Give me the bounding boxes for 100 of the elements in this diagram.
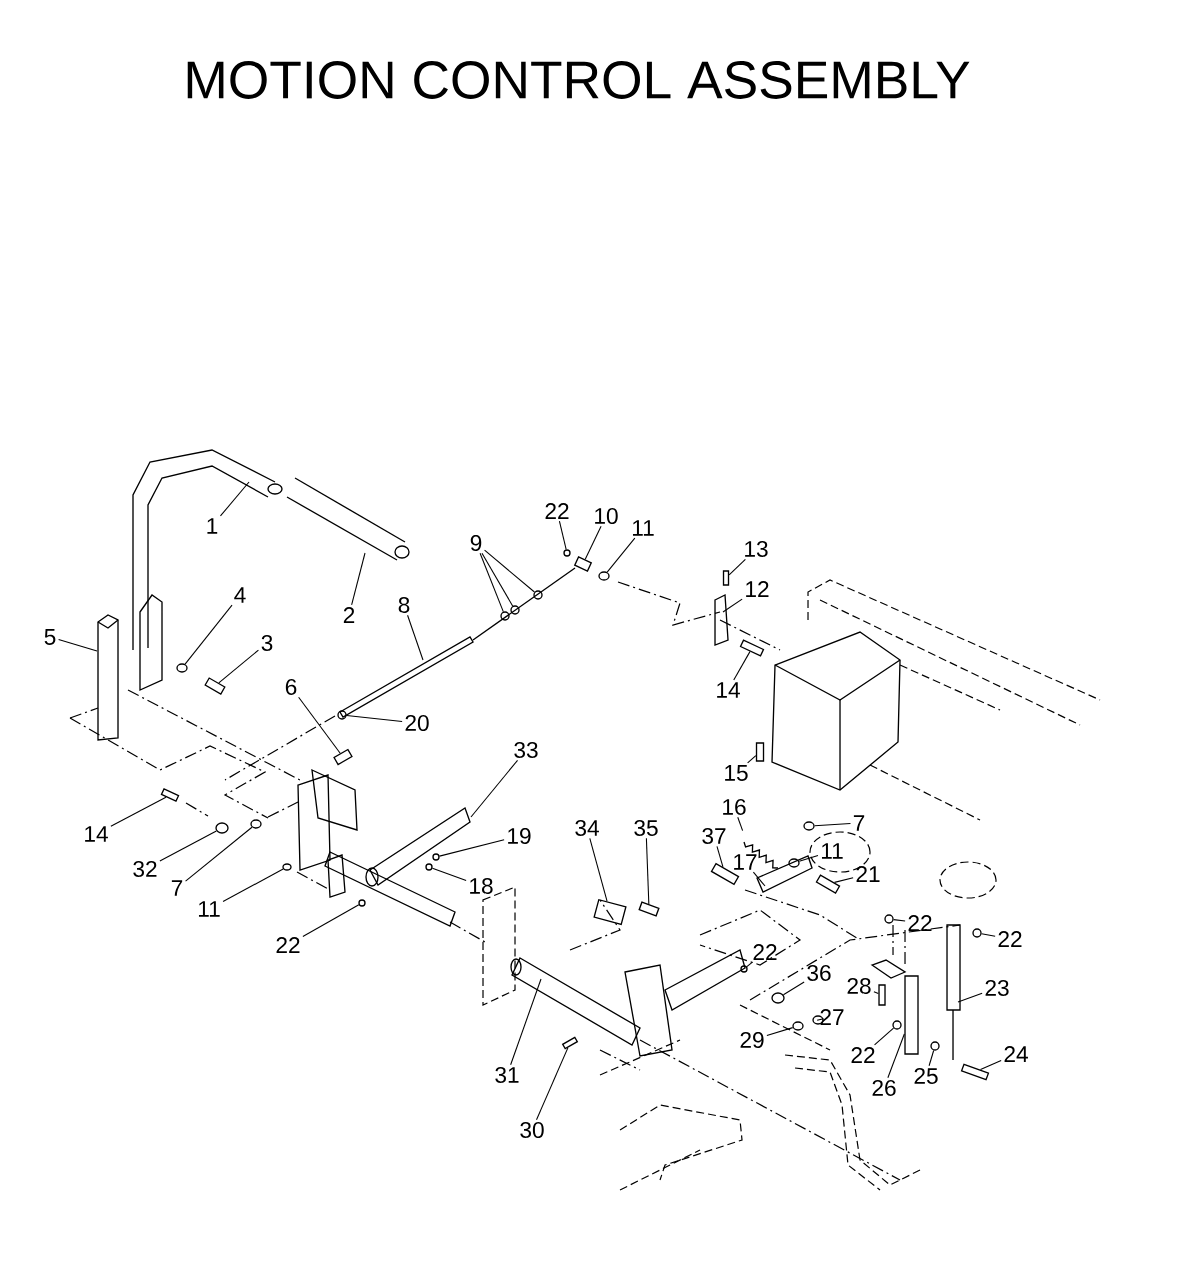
washer [771,992,785,1004]
callout-number: 22 [998,931,1022,947]
washer [563,549,571,557]
washer [282,863,292,871]
washer [803,821,815,831]
leader-line [218,649,259,684]
leader-line [351,552,366,606]
callout-number: 37 [702,828,726,845]
callout-number: 8 [398,597,410,614]
washer [598,571,610,581]
leader-line [184,604,233,665]
bolt [204,677,226,695]
leader-line [110,796,167,827]
washer [788,858,800,868]
leader-line [479,552,504,613]
washer [176,663,188,673]
leader-line [584,525,602,560]
leader-line [298,696,341,754]
leader-line [766,1027,794,1037]
bolt [722,570,730,586]
leader-line [645,837,650,905]
leader-line [873,991,879,995]
leader-line [814,823,851,827]
callout-number: 18 [470,878,493,895]
leader-line [159,830,217,862]
callout-number: 11 [198,901,220,917]
leader-line [222,868,284,902]
leader-line [752,871,766,887]
leader-line [219,481,250,517]
leader-line [535,1047,569,1121]
bolt [960,1063,990,1081]
washer [358,899,366,907]
callout-number: 22 [908,915,932,931]
leader-line [957,992,983,1003]
washer [337,710,347,720]
callout-number: 33 [514,742,538,759]
callout-number: 21 [856,866,880,882]
leader-line [747,755,757,764]
callout-number: 4 [234,587,246,603]
leader-line [816,1018,825,1021]
callout-number: 23 [985,980,1009,997]
callout-number: 32 [133,861,157,878]
leader-line [470,759,519,818]
leader-line [782,981,805,996]
leader-line [834,877,854,883]
leader-line [558,520,567,550]
washer [250,819,262,829]
callout-number: 13 [745,541,768,558]
bolt [160,788,180,802]
callout-number: 20 [405,715,429,732]
callout-number: 2 [343,607,355,623]
callout-number: 25 [914,1068,938,1085]
callout-number: 1 [207,518,218,534]
leader-line [716,845,724,868]
leader-line [722,598,743,613]
callout-number: 24 [1004,1046,1028,1062]
callout-number: 34 [575,820,599,837]
callout-number: 5 [44,629,56,645]
callout-number: 16 [723,799,746,816]
bolt [333,748,353,766]
callout-number: 35 [634,820,658,837]
callout-number: 27 [820,1009,844,1025]
leader-line [484,549,535,593]
washer [510,605,520,615]
callout-number: 11 [633,520,654,536]
callout-number: 30 [520,1122,544,1139]
leader-line [893,919,906,922]
callout-number: 6 [285,679,297,696]
leader-line [874,1027,895,1046]
callout-number: 11 [822,843,843,859]
leader-line [346,714,403,722]
washer [972,928,982,938]
callout-number: 19 [508,828,531,845]
leader-line [510,978,542,1066]
leader-line [185,826,253,882]
leader-line [606,537,636,573]
callout-number: 3 [261,635,273,652]
leader-line [733,651,751,681]
leader-line [431,867,467,882]
callout-number: 9 [470,535,482,552]
callout-number: 22 [753,944,777,960]
leader-line [980,1060,1002,1071]
callout-number: 12 [746,581,769,597]
callout-number: 22 [545,503,569,519]
leader-line [302,904,360,938]
leader-line [407,614,424,661]
washer [792,1021,804,1031]
leader-line [746,961,753,968]
bolt [878,984,886,1006]
callout-number: 14 [85,826,108,842]
leader-line [798,854,819,862]
washer [930,1041,940,1051]
callout-number: 15 [725,765,748,781]
callout-number: 17 [734,854,757,870]
washer [533,590,543,600]
leader-line [589,837,608,902]
callout-number: 31 [495,1067,519,1084]
callout-number: 29 [740,1032,764,1049]
bolt [739,639,765,657]
callout-number: 26 [872,1080,896,1097]
